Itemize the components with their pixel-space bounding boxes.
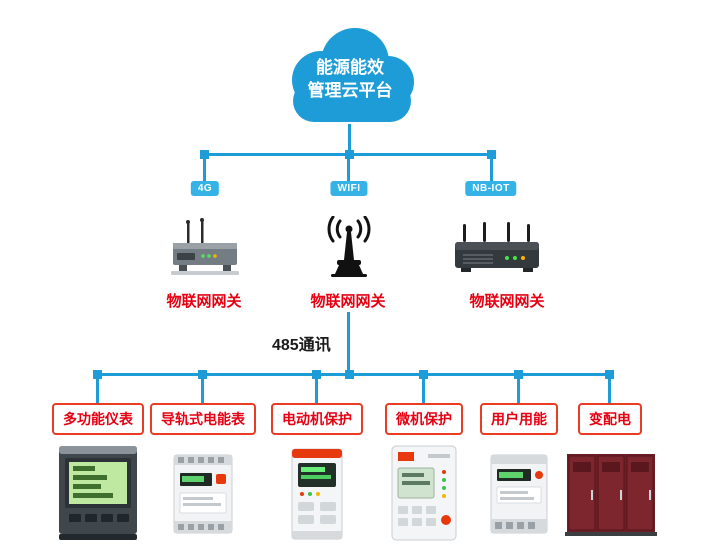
network-badge-wifi: WIFI <box>330 181 368 196</box>
wifi-antenna-icon <box>323 215 375 283</box>
device-box-user-energy: 用户用能 <box>480 403 558 435</box>
din-rail-meter-image <box>164 451 242 544</box>
junction-node <box>419 370 428 379</box>
network-badge-4g: 4G <box>190 181 220 196</box>
gateway-label-4g: 物联网网关 <box>166 293 242 310</box>
gateway-drop-line <box>347 156 350 182</box>
junction-node <box>345 370 354 379</box>
cloud-icon <box>292 28 414 122</box>
device-drop-line <box>422 376 425 403</box>
user-energy-meter-image <box>483 451 555 544</box>
device-drop-line <box>517 376 520 403</box>
junction-node <box>345 150 354 159</box>
gateway-label-wifi: 物联网网关 <box>310 293 386 310</box>
gateway-label-nbiot: 物联网网关 <box>469 293 545 310</box>
multifunction-meter-image <box>55 444 141 547</box>
gateway-drop-line <box>203 156 206 182</box>
cloud-title-line1: 能源能效 <box>316 58 384 77</box>
router-nbiot-icon <box>451 222 543 283</box>
junction-node <box>93 370 102 379</box>
junction-node <box>198 370 207 379</box>
junction-node <box>200 150 209 159</box>
junction-node <box>514 370 523 379</box>
device-drop-line <box>96 376 99 403</box>
device-box-motor-protection: 电动机保护 <box>271 403 363 435</box>
device-bus-line <box>97 373 612 376</box>
router-4g-icon <box>167 218 243 285</box>
device-drop-line <box>608 376 611 403</box>
micro-protection-image <box>388 444 460 547</box>
device-drop-line <box>315 376 318 403</box>
junction-node <box>487 150 496 159</box>
motor-protection-image <box>288 447 346 547</box>
junction-node <box>312 370 321 379</box>
device-box-din-rail-meter: 导轨式电能表 <box>150 403 256 435</box>
rs485-bus-label: 485通讯 <box>272 337 331 354</box>
power-distribution-cabinets-image <box>565 450 657 543</box>
gateway-drop-line <box>490 156 493 182</box>
cloud-title-line2: 管理云平台 <box>307 81 393 100</box>
cloud-drop-line <box>348 124 351 154</box>
junction-node <box>605 370 614 379</box>
device-drop-line <box>201 376 204 403</box>
device-box-multifunction-meter: 多功能仪表 <box>52 403 144 435</box>
device-box-power-distribution: 变配电 <box>578 403 642 435</box>
network-badge-nbiot: NB-IOT <box>465 181 517 196</box>
cloud-platform: 能源能效 管理云平台 <box>275 24 425 128</box>
device-box-micro-protection: 微机保护 <box>385 403 463 435</box>
rs485-drop-line <box>347 312 350 374</box>
cloud-title: 能源能效 管理云平台 <box>275 56 425 102</box>
